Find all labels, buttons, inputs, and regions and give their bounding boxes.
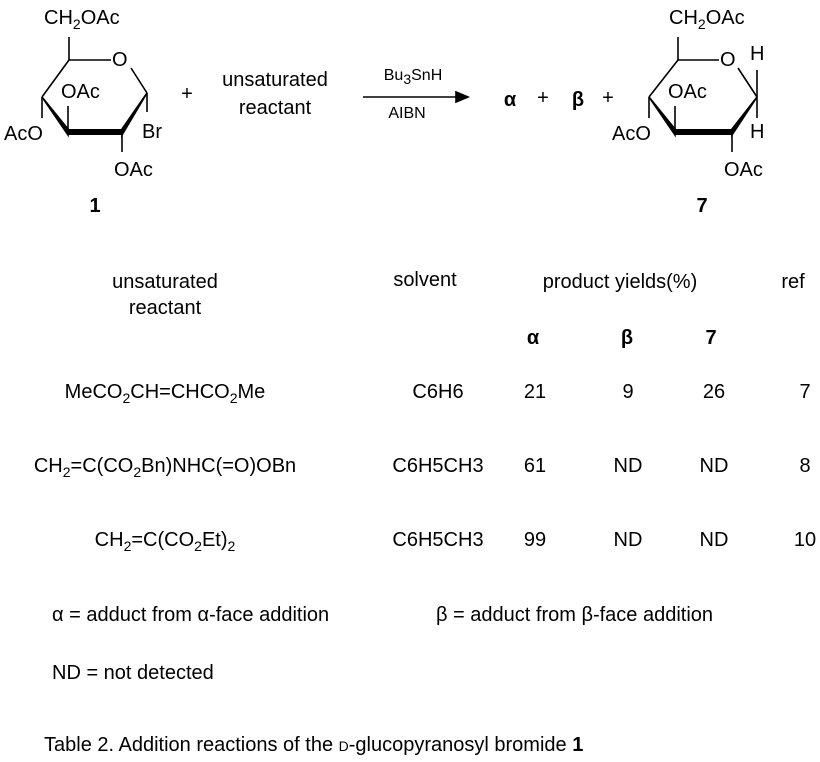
cell-ref: 7 <box>799 381 811 403</box>
reaction-arrow <box>363 90 471 104</box>
caption-d: d <box>338 734 349 756</box>
structure-bonds <box>41 37 758 152</box>
header-beta: β <box>620 327 634 349</box>
c7-ch2oac: CH2OAc <box>669 7 745 32</box>
caption-suffix: -glucopyranosyl bromide <box>348 734 573 756</box>
header-reactant-line1: unsaturated <box>112 271 218 293</box>
cell-alpha: 99 <box>523 529 547 551</box>
cell-alpha: 61 <box>523 455 547 477</box>
c7-oac-top: OAc <box>668 81 707 103</box>
c1-oac-top: OAc <box>61 81 100 103</box>
cell-reactant: CH2=C(CO2Bn)NHC(=O)OBn <box>33 455 297 480</box>
c1-br: Br <box>142 121 162 143</box>
header-solvent: solvent <box>393 269 457 291</box>
header-7: 7 <box>705 327 717 349</box>
cell-beta: 9 <box>622 381 634 403</box>
c1-ch2oac: CH2OAc <box>44 7 120 32</box>
cell-reactant: CH2=C(CO2Et)2 <box>94 529 236 554</box>
cell-ref: 8 <box>799 455 811 477</box>
compound-7-label: 7 <box>696 195 708 217</box>
compound-1-ring <box>41 37 148 152</box>
cell-beta: ND <box>613 529 643 551</box>
product-beta: β <box>571 89 585 111</box>
cell-reactant: MeCO2CH=CHCO2Me <box>64 381 266 406</box>
reagent-line1: unsaturated <box>222 69 328 91</box>
cell-solvent: C6H6 <box>412 381 464 403</box>
cell-seven: ND <box>699 529 729 551</box>
cell-seven: ND <box>699 455 729 477</box>
header-yields: product yields(%) <box>542 271 698 293</box>
c1-ring-o: O <box>112 49 128 71</box>
caption-prefix: Table 2. Addition reactions of the <box>44 734 339 756</box>
footnote-nd: ND = not detected <box>52 662 214 684</box>
cell-alpha: 21 <box>523 381 547 403</box>
cell-beta: ND <box>613 455 643 477</box>
footnote-beta: β = adduct from β-face addition <box>436 604 714 626</box>
arrow-reagent-above: Bu3SnH <box>383 67 443 88</box>
c1-oac-bottom: OAc <box>114 159 153 181</box>
header-alpha: α <box>526 327 540 349</box>
compound-7-ring <box>648 37 758 152</box>
product-alpha: α <box>503 89 517 111</box>
c7-h-top: H <box>750 43 765 65</box>
c1-aco: AcO <box>4 123 43 145</box>
plus-sign: + <box>181 83 193 105</box>
reagent-line2: reactant <box>238 97 312 119</box>
compound-1-label: 1 <box>89 195 101 217</box>
c7-h-bottom: H <box>750 121 765 143</box>
plus-sign: + <box>602 87 614 109</box>
cell-solvent: C6H5CH3 <box>392 455 484 477</box>
c7-oac-bottom: OAc <box>724 159 763 181</box>
c7-aco: AcO <box>612 123 651 145</box>
header-reactant-line2: reactant <box>128 297 202 319</box>
footnote-alpha: α = adduct from α-face addition <box>52 604 330 626</box>
cell-seven: 26 <box>702 381 726 403</box>
cell-ref: 10 <box>793 529 817 551</box>
table-caption: Table 2. Addition reactions of the d-glu… <box>44 735 583 755</box>
plus-sign: + <box>537 87 549 109</box>
caption-number: 1 <box>572 734 584 756</box>
arrow-reagent-below: AIBN <box>388 105 426 122</box>
cell-solvent: C6H5CH3 <box>392 529 484 551</box>
header-ref: ref <box>781 271 805 293</box>
c7-ring-o: O <box>720 49 736 71</box>
